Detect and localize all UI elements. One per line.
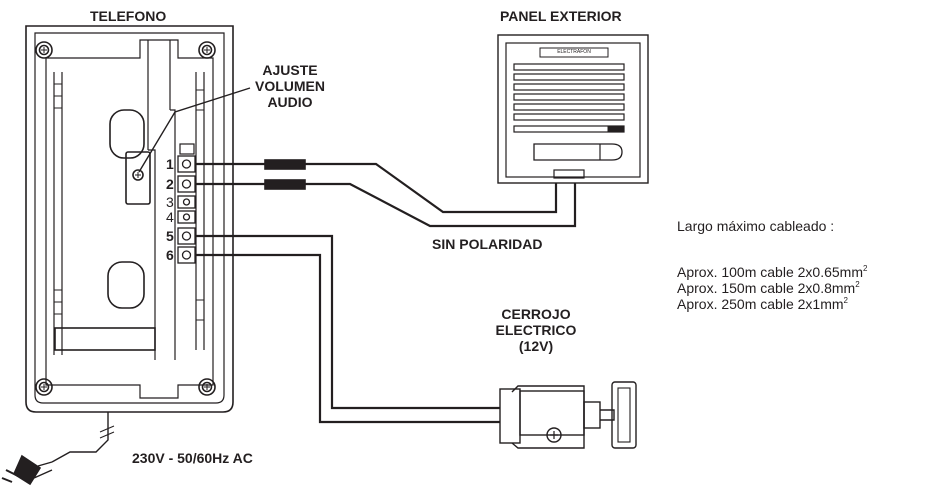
superscript: 2 <box>843 296 848 305</box>
panel-exterior-label: PANEL EXTERIOR <box>500 8 622 24</box>
terminal-number: 3 <box>166 194 174 210</box>
cable-length-text: Aprox. 150m cable 2x0.8mm <box>677 280 856 296</box>
ajuste-volumen-audio-label: AJUSTE VOLUMEN AUDIO <box>245 62 335 110</box>
sin-polaridad-label: SIN POLARIDAD <box>432 236 543 252</box>
terminal-number: 4 <box>166 209 174 225</box>
terminal-number: 1 <box>166 156 174 172</box>
superscript: 2 <box>855 280 860 289</box>
cable-length-line: Aprox. 100m cable 2x0.65mm2 <box>677 261 867 280</box>
cable-length-line: Aprox. 150m cable 2x0.8mm2 <box>677 277 860 296</box>
ajuste-label-line: AJUSTE <box>262 62 318 78</box>
terminal-number: 2 <box>166 176 174 192</box>
cable-length-text: Aprox. 250m cable 2x1mm <box>677 296 844 312</box>
terminal-number: 5 <box>166 228 174 244</box>
terminal-number: 6 <box>166 247 174 263</box>
cable-length-heading: Largo máximo cableado : <box>677 218 835 234</box>
cerrojo-label-line: (12V) <box>518 338 554 354</box>
superscript: 2 <box>862 264 868 273</box>
cable-clamp-icon <box>264 159 306 190</box>
telefono-label: TELEFONO <box>90 8 167 24</box>
cable-length-line: Aprox. 250m cable 2x1mm2 <box>677 293 848 312</box>
cerrojo-electrico-label: CERROJO ELECTRICO (12V) <box>486 306 586 354</box>
power-plug-icon <box>1 454 53 486</box>
cerrojo-label-line: CERROJO <box>501 306 571 322</box>
exterior-panel <box>497 34 649 184</box>
power-supply-label: 230V - 50/60Hz AC <box>132 450 253 466</box>
ajuste-label-line: VOLUMEN <box>255 78 325 94</box>
wire-pair-lock <box>195 234 500 424</box>
screw-icon <box>35 41 53 59</box>
electric-lock <box>499 381 637 449</box>
screw-icon <box>198 378 216 396</box>
cerrojo-label-line: ELECTRICO <box>495 322 577 338</box>
ajuste-label-line: AUDIO <box>267 94 313 110</box>
screw-icon <box>35 378 53 396</box>
panel-brand-text: ELECTRAFON <box>557 49 591 55</box>
cable-length-text: Aprox. 100m cable 2x0.65mm <box>677 264 863 280</box>
telephone-unit <box>1 25 234 486</box>
screw-icon <box>198 41 216 59</box>
wire-pair-panel <box>195 162 577 228</box>
